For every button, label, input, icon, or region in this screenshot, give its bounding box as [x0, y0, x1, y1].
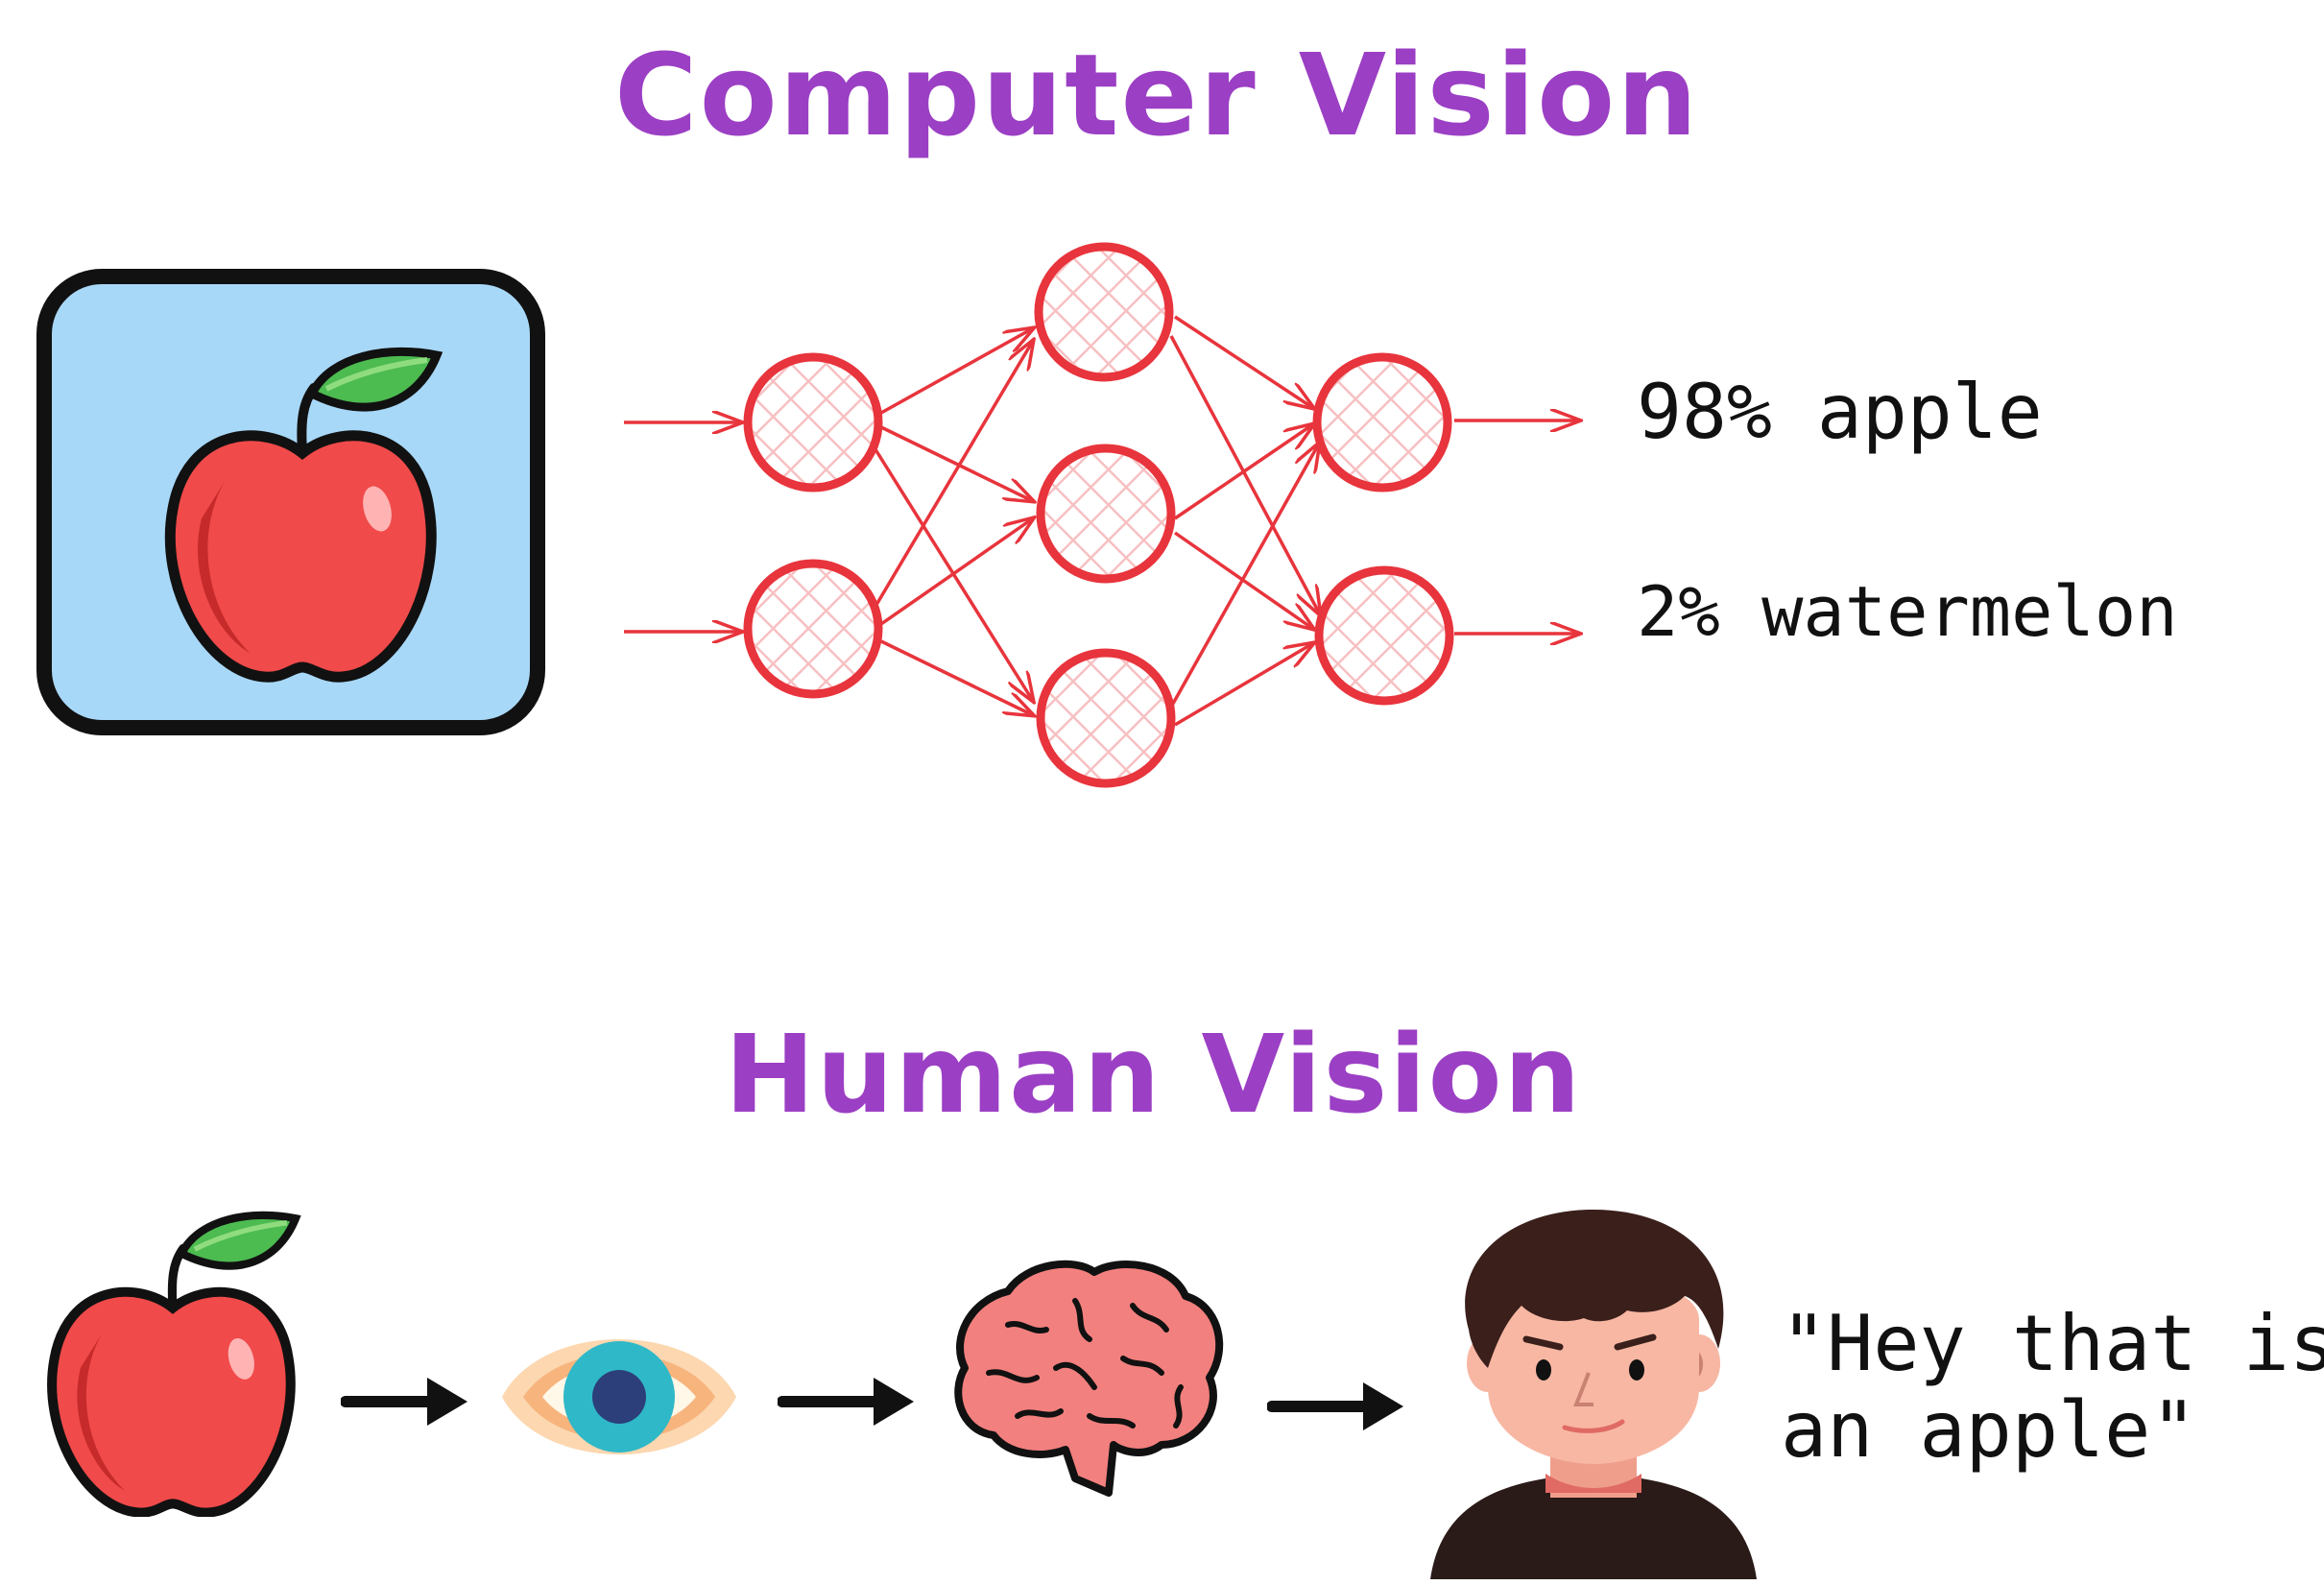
person-icon	[1430, 1210, 1757, 1579]
human-vision-title: Human Vision	[725, 1013, 1583, 1138]
prediction-watermelon-label: watermelon	[1761, 571, 2178, 652]
human-quote-line-2: an apple"	[1781, 1384, 2197, 1475]
arrow-right-icon	[1267, 1382, 1403, 1430]
prediction-watermelon-percent: 2%	[1637, 571, 1720, 652]
prediction-watermelon: 2% watermelon	[1637, 571, 2178, 652]
prediction-apple: 98% apple	[1637, 370, 2043, 456]
neural-network-icon	[624, 242, 1603, 788]
arrow-right-icon	[341, 1378, 467, 1426]
human-quote-line-1: "Hey that is	[1781, 1299, 2324, 1388]
apple-icon	[47, 1211, 301, 1517]
arrow-right-icon	[778, 1378, 914, 1426]
human-quote: "Hey that is an apple"	[1781, 1301, 2324, 1473]
computer-vision-title: Computer Vision	[614, 29, 1700, 161]
apple-in-frame-icon	[36, 269, 545, 735]
eye-icon	[502, 1339, 736, 1454]
prediction-apple-label: apple	[1816, 370, 2043, 456]
brain-icon	[954, 1260, 1224, 1497]
prediction-apple-percent: 98%	[1637, 370, 1772, 456]
